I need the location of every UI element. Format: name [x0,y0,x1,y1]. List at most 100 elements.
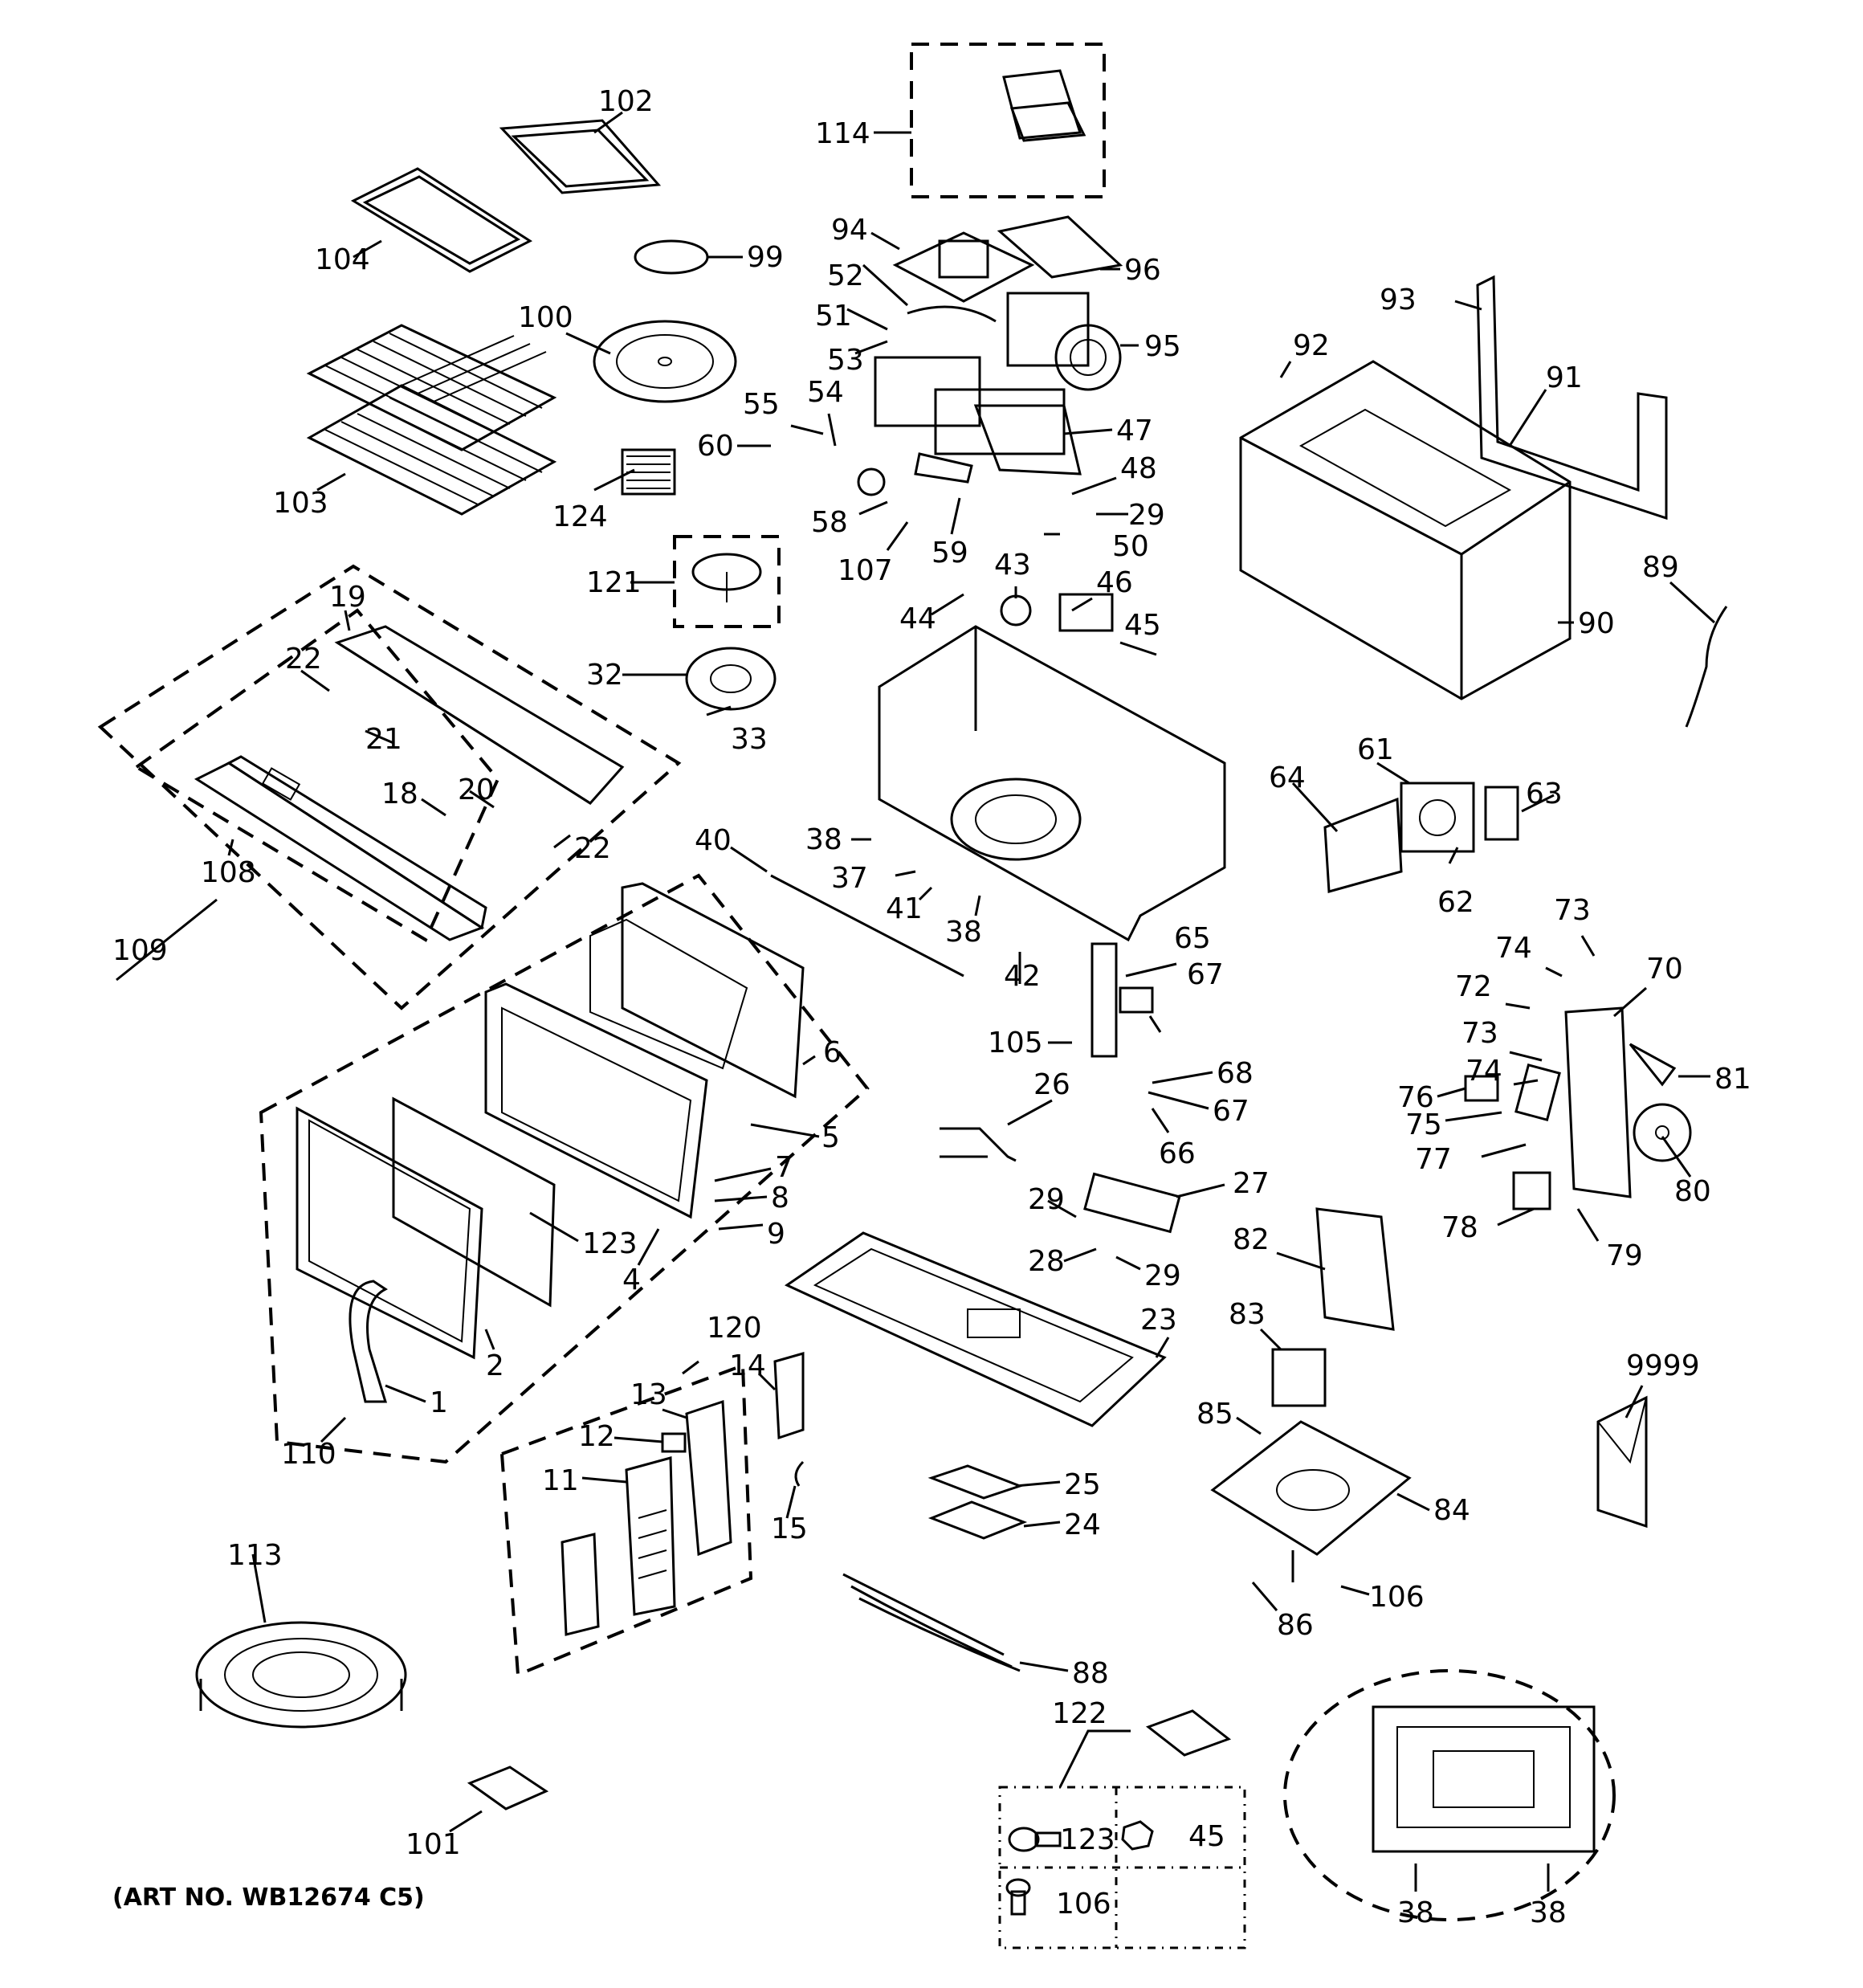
callout-19: 19 [329,581,366,614]
callout-62: 62 [1437,886,1474,919]
callout-8: 8 [771,1182,789,1214]
callout-123b: 123 [1060,1823,1115,1856]
callout-53: 53 [827,344,864,377]
part-113-round-rack [195,1621,407,1729]
nut-45 [1121,1820,1154,1851]
part-47-blower-bracket [857,305,1082,496]
callout-43: 43 [994,549,1031,582]
callout-9: 9 [767,1218,785,1251]
callout-12: 12 [578,1420,615,1453]
callout-100: 100 [518,301,573,334]
callout-40: 40 [695,824,732,857]
part-101-bag [467,1766,549,1810]
callout-93: 93 [1380,284,1417,316]
callout-58: 58 [811,506,848,539]
callout-14: 14 [729,1349,766,1382]
part-26-bracket [940,1127,1017,1162]
callout-67a: 67 [1187,958,1224,991]
part-32-stirrer-fan [685,647,777,711]
callout-38d: 38 [1530,1896,1567,1929]
part-76-switch [1464,1075,1499,1102]
callout-29a: 29 [1128,499,1165,532]
part-122-bag [1145,1709,1232,1757]
callout-80: 80 [1674,1175,1711,1208]
callout-70: 70 [1646,953,1683,986]
callout-91: 91 [1546,361,1583,394]
callout-13: 13 [630,1378,667,1411]
part-100-turntable [593,320,737,403]
callout-105: 105 [988,1027,1043,1059]
callout-101: 101 [406,1828,461,1861]
part-80-fan [1633,1103,1692,1162]
callout-77: 77 [1415,1143,1452,1176]
part-24-cover [927,1500,1028,1540]
part-121-stirrer [691,553,762,602]
callout-38c: 38 [1397,1896,1434,1929]
callout-94: 94 [831,214,868,247]
part-63-thermostat [1484,786,1519,841]
part-64-waveguide [1323,797,1403,893]
part-9999-manual [1596,1395,1648,1529]
part-104-filter [350,167,533,273]
part-11-touchpad [625,1456,676,1616]
callout-83: 83 [1229,1298,1266,1331]
callout-15: 15 [771,1512,808,1545]
callout-73a: 73 [1554,894,1591,927]
part-13-board [685,1399,732,1557]
callout-54: 54 [807,376,844,409]
callout-113: 113 [227,1539,283,1572]
part-70-bracket [1564,1006,1677,1198]
part-89-power-cord [1685,606,1728,728]
callout-88: 88 [1072,1657,1109,1690]
part-94-96-95-fan [892,215,1123,391]
group-box-120 [499,1363,753,1677]
callout-1: 1 [430,1386,448,1419]
part-12-window [661,1432,687,1453]
part-90-outer-case [1239,360,1572,700]
callout-85: 85 [1196,1398,1233,1431]
callout-45: 45 [1124,609,1161,642]
callout-103: 103 [273,487,328,520]
callout-74b: 74 [1466,1055,1502,1088]
callout-26: 26 [1033,1068,1070,1101]
callout-38b: 38 [945,916,982,949]
leader-lines [116,111,1716,1892]
callout-123a: 123 [582,1227,638,1260]
callout-95: 95 [1144,330,1181,363]
callout-92: 92 [1293,329,1330,362]
callout-120: 120 [707,1312,762,1345]
part-82-panel [1315,1207,1395,1331]
callout-64: 64 [1269,761,1306,794]
callout-99: 99 [747,241,784,274]
callout-29b: 29 [1028,1183,1065,1216]
part-27-latch [1083,1172,1181,1234]
callout-6: 6 [823,1036,842,1069]
callout-9999: 9999 [1626,1349,1700,1382]
callout-46: 46 [1096,566,1133,599]
callout-107: 107 [838,554,893,587]
part-75-capacitor [1514,1063,1561,1121]
part-6-door-frame [484,882,805,1219]
group-box-114 [910,43,1106,198]
callout-47: 47 [1116,414,1153,447]
callout-63: 63 [1526,778,1563,810]
callout-11: 11 [542,1464,579,1497]
callout-65: 65 [1174,922,1211,955]
part-23-base [784,1231,1167,1427]
callout-50: 50 [1112,530,1149,563]
callout-52: 52 [827,259,864,292]
callout-45b: 45 [1188,1820,1225,1853]
callout-48: 48 [1120,452,1157,485]
callout-106b: 106 [1056,1888,1111,1921]
callout-96: 96 [1124,254,1161,287]
callout-122: 122 [1052,1697,1107,1730]
part-25-cover [927,1464,1024,1500]
group-box-121 [673,535,781,628]
callout-5: 5 [821,1121,840,1154]
part-93-mounting-plate [1476,275,1668,520]
part-15-wire [794,1460,805,1487]
part-103-racks [306,324,557,516]
callout-74a: 74 [1495,932,1532,965]
callout-38a: 38 [805,823,842,856]
screw-106 [1005,1878,1031,1916]
